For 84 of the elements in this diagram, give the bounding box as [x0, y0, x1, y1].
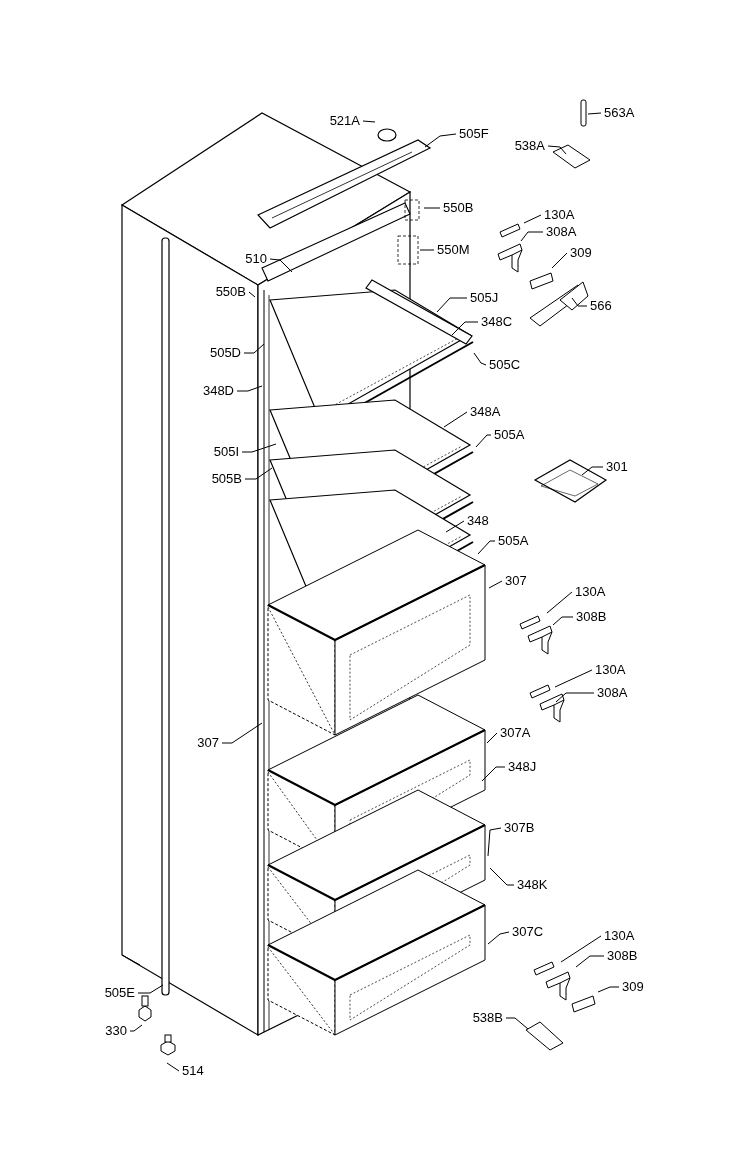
- leader-line: [488, 580, 503, 589]
- leader-line: [221, 722, 263, 744]
- leader-line: [436, 297, 468, 313]
- leader-line: [424, 133, 457, 148]
- callout-number: 130A: [595, 662, 626, 678]
- leader-line: [552, 616, 574, 626]
- callout-number: 505A: [498, 533, 529, 549]
- leader-line: [475, 434, 492, 448]
- callout-number: 348J: [508, 759, 537, 775]
- callout-number: 348K: [517, 877, 548, 893]
- leader-line: [489, 867, 515, 886]
- leader-line: [520, 231, 544, 242]
- callout-number: 505D: [209, 345, 241, 361]
- leader-line: [451, 321, 479, 336]
- leader-line: [597, 986, 620, 993]
- leader-line: [269, 258, 293, 273]
- callout-number: 505B: [211, 471, 242, 487]
- callout-number: 308A: [597, 685, 628, 701]
- leader-line: [166, 1062, 180, 1072]
- callout-number: 505F: [459, 126, 489, 142]
- leader-line: [487, 827, 502, 857]
- leader-line: [248, 291, 256, 298]
- callout-number: 505E: [104, 985, 135, 1001]
- leader-line: [243, 343, 265, 354]
- callout-number: 308B: [607, 948, 638, 964]
- leader-line: [505, 1017, 529, 1030]
- callout-number: 566: [590, 298, 612, 314]
- leader-line: [546, 591, 573, 614]
- callout-number: 505I: [213, 444, 239, 460]
- leader-line: [236, 385, 263, 392]
- callout-number: 130A: [604, 928, 635, 944]
- callout-number: 307A: [500, 725, 531, 741]
- callout-number: 514: [182, 1063, 204, 1079]
- callout-number: 538A: [514, 138, 545, 154]
- callout-number: 309: [570, 245, 592, 261]
- leader-line: [575, 955, 605, 968]
- leader-line: [445, 520, 465, 533]
- callout-number: 505A: [494, 427, 525, 443]
- leader-line: [547, 145, 567, 155]
- leader-line: [244, 467, 273, 480]
- leader-line: [477, 540, 496, 555]
- leader-line: [587, 112, 602, 115]
- leader-line: [581, 466, 604, 476]
- leader-line: [487, 931, 510, 945]
- leader-line: [560, 935, 602, 963]
- leader-line: [486, 732, 498, 744]
- callout-number: 301: [606, 459, 628, 475]
- callout-number: 330: [105, 1023, 127, 1039]
- leader-line: [551, 252, 568, 269]
- callout-number: 550B: [215, 284, 246, 300]
- leader-line: [419, 249, 435, 251]
- leader-line: [423, 207, 441, 209]
- leader-line: [554, 669, 593, 688]
- callout-number: 130A: [544, 207, 575, 223]
- callout-number: 307C: [512, 924, 544, 940]
- leader-line: [473, 352, 487, 366]
- callout-number: 505C: [489, 357, 521, 373]
- leader-line: [137, 984, 164, 994]
- callout-number: 307: [197, 735, 219, 751]
- callout-number: 348C: [481, 314, 513, 330]
- leader-line: [523, 214, 542, 224]
- callout-number: 348D: [202, 383, 234, 399]
- callout-number: 563A: [604, 105, 635, 121]
- leader-line: [443, 411, 468, 428]
- callout-number: 348A: [470, 404, 501, 420]
- leader-line: [555, 692, 595, 703]
- leader-line: [571, 297, 588, 307]
- callout-number: 130A: [575, 584, 606, 600]
- callout-number: 521A: [329, 113, 360, 129]
- callout-number: 510: [245, 251, 267, 267]
- leader-line: [129, 1024, 143, 1032]
- callout-number: 307: [505, 573, 527, 589]
- callout-number: 307B: [504, 820, 535, 836]
- leader-line: [481, 766, 506, 782]
- leader-line: [241, 443, 277, 453]
- callout-number: 550B: [443, 200, 474, 216]
- callout-number: 505J: [470, 290, 499, 306]
- callout-number: 308B: [576, 609, 607, 625]
- callout-number: 550M: [437, 242, 470, 258]
- callout-number: 538B: [472, 1010, 503, 1026]
- leader-line: [362, 120, 376, 123]
- callout-number: 309: [622, 979, 644, 995]
- callout-number: 348: [467, 513, 489, 529]
- callout-number: 308A: [546, 224, 577, 240]
